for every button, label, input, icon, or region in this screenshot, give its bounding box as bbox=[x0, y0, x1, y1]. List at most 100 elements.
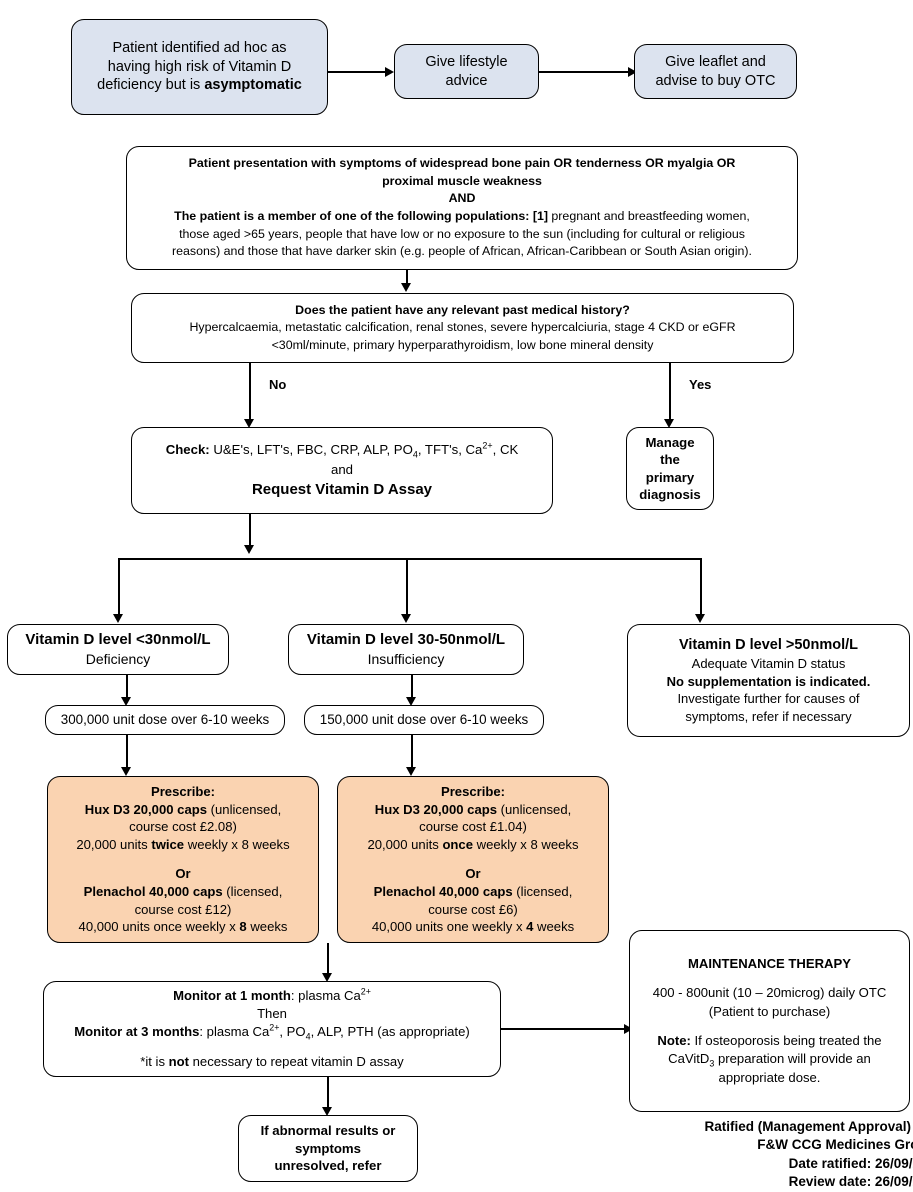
node-past-medical-history[interactable]: Does the patient have any relevant past … bbox=[131, 293, 794, 363]
connector-prescribe-to-monitor bbox=[327, 943, 329, 975]
check-request-assay: Request Vitamin D Assay bbox=[251, 480, 433, 498]
arrowhead-monitor-to-refer bbox=[322, 1107, 332, 1116]
connector-lifestyle-to-leaflet bbox=[539, 71, 629, 73]
maintenance-line-1: 400 - 800unit (10 – 20microg) daily OTC bbox=[652, 985, 887, 1001]
arrowhead-prescribe-to-monitor bbox=[322, 973, 332, 982]
node-vitd-deficiency[interactable]: Vitamin D level <30nmol/L Deficiency bbox=[7, 624, 229, 675]
arrowhead-insufficiency-to-dose bbox=[406, 697, 416, 706]
prescribe-def-heading: Prescribe: bbox=[150, 783, 216, 799]
check-ca-superscript: 2+ bbox=[482, 441, 493, 452]
node-prescribe-deficiency[interactable]: Prescribe: Hux D3 20,000 caps (unlicense… bbox=[47, 776, 319, 943]
prescribe-def-spacer bbox=[56, 854, 310, 865]
manage-line-3: primary bbox=[645, 469, 695, 485]
connector-bus-to-adequate bbox=[700, 558, 702, 616]
node-maintenance-therapy[interactable]: MAINTENANCE THERAPY 400 - 800unit (10 – … bbox=[629, 930, 910, 1112]
node-patient-presentation[interactable]: Patient presentation with symptoms of wi… bbox=[126, 146, 798, 270]
refer-line-3: unresolved, refer bbox=[274, 1158, 382, 1174]
monitor-ca-superscript-2: 2+ bbox=[269, 1023, 280, 1034]
prescribe-insuf-drug2-dose-b: weeks bbox=[533, 919, 575, 935]
connector-adhoc-to-lifestyle bbox=[328, 71, 386, 73]
manage-line-1: Manage bbox=[645, 434, 695, 450]
check-tests-b: , TFT's, Ca bbox=[417, 442, 483, 458]
prescribe-def-drug2-weeks: 8 bbox=[239, 919, 247, 935]
monitor-1-month-label: Monitor at 1 month bbox=[173, 987, 291, 1003]
monitor-then: Then bbox=[257, 1006, 287, 1022]
presentation-line-3-and: AND bbox=[448, 191, 476, 206]
node-vitd-insufficiency[interactable]: Vitamin D level 30-50nmol/L Insufficienc… bbox=[288, 624, 524, 675]
ratification-footer: Ratified (Management Approval) by: F&W C… bbox=[560, 1118, 913, 1191]
check-tests-a: U&E's, LFT's, FBC, CRP, ALP, PO bbox=[209, 442, 413, 458]
arrowhead-lifestyle-to-leaflet bbox=[628, 66, 637, 77]
arrowhead-dose-def-to-prescribe bbox=[121, 767, 131, 776]
check-and: and bbox=[330, 461, 353, 477]
arrowhead-check-to-bus bbox=[244, 545, 254, 554]
presentation-line-5: those aged >65 years, people that have l… bbox=[179, 226, 745, 241]
monitor-spacer bbox=[52, 1042, 492, 1053]
prescribe-def-drug1-cost: course cost £2.08) bbox=[129, 819, 237, 835]
footer-group: F&W CCG Medicines Group bbox=[757, 1137, 913, 1153]
prescribe-def-drug1-dose-b: weekly x 8 weeks bbox=[184, 837, 290, 853]
lifestyle-line-2: advice bbox=[445, 72, 488, 89]
arrowhead-dose-insuf-to-prescribe bbox=[406, 767, 416, 776]
node-adhoc-high-risk[interactable]: Patient identified ad hoc as having high… bbox=[71, 19, 328, 115]
prescribe-insuf-or: Or bbox=[465, 866, 481, 882]
node-vitd-adequate[interactable]: Vitamin D level >50nmol/L Adequate Vitam… bbox=[627, 624, 910, 737]
presentation-line-2: proximal muscle weakness bbox=[382, 173, 542, 188]
prescribe-insuf-drug1-dose-a: 20,000 units bbox=[367, 837, 443, 853]
pmh-question: Does the patient have any relevant past … bbox=[295, 302, 630, 317]
arrowhead-adhoc-to-lifestyle bbox=[385, 66, 394, 77]
presentation-populations-label: The patient is a member of one of the fo… bbox=[174, 209, 548, 223]
refer-line-2: symptoms bbox=[295, 1140, 361, 1156]
adhoc-asymptomatic-emphasis: asymptomatic bbox=[204, 77, 302, 94]
maintenance-line-2: (Patient to purchase) bbox=[708, 1003, 831, 1019]
prescribe-insuf-drug1-licence: (unlicensed, bbox=[497, 801, 572, 817]
lifestyle-line-1: Give lifestyle bbox=[425, 53, 508, 70]
connector-monitor-to-refer bbox=[327, 1077, 329, 1109]
prescribe-def-drug1-dose-a: 20,000 units bbox=[76, 837, 152, 853]
node-dose-deficiency[interactable]: 300,000 unit dose over 6-10 weeks bbox=[45, 705, 285, 735]
monitor-note-a: *it is bbox=[140, 1053, 169, 1069]
node-prescribe-insufficiency[interactable]: Prescribe: Hux D3 20,000 caps (unlicense… bbox=[337, 776, 609, 943]
monitor-po4-subscript: 4 bbox=[305, 1032, 311, 1043]
connector-dose-def-to-prescribe bbox=[126, 735, 128, 769]
deficiency-title: Vitamin D level <30nmol/L bbox=[25, 631, 211, 649]
monitor-3-months-text-c: , ALP, PTH (as appropriate) bbox=[310, 1024, 470, 1040]
connector-pmh-yes bbox=[669, 363, 671, 421]
check-label: Check: bbox=[165, 442, 210, 458]
node-refer-if-unresolved[interactable]: If abnormal results or symptoms unresolv… bbox=[238, 1115, 418, 1182]
monitor-ca-superscript-1: 2+ bbox=[360, 986, 371, 997]
monitor-1-month-text: : plasma Ca bbox=[290, 987, 361, 1003]
maintenance-heading: MAINTENANCE THERAPY bbox=[688, 955, 851, 971]
connector-deficiency-to-dose bbox=[126, 675, 128, 699]
prescribe-insuf-drug1-frequency: once bbox=[442, 837, 473, 853]
adequate-line-4: symptoms, refer if necessary bbox=[685, 708, 852, 724]
node-give-lifestyle-advice[interactable]: Give lifestyle advice bbox=[394, 44, 539, 99]
prescribe-def-drug1-frequency: twice bbox=[151, 837, 185, 853]
node-dose-insufficiency[interactable]: 150,000 unit dose over 6-10 weeks bbox=[304, 705, 544, 735]
node-manage-primary-diagnosis[interactable]: Manage the primary diagnosis bbox=[626, 427, 714, 510]
arrowhead-bus-to-adequate bbox=[695, 614, 705, 623]
manage-line-2: the bbox=[660, 452, 680, 468]
node-give-leaflet-otc[interactable]: Give leaflet and advise to buy OTC bbox=[634, 44, 797, 99]
node-check-tests[interactable]: Check: U&E's, LFT's, FBC, CRP, ALP, PO4,… bbox=[131, 427, 553, 514]
prescribe-def-drug2-licence: (licensed, bbox=[222, 883, 283, 899]
arrowhead-bus-to-insufficiency bbox=[401, 614, 411, 623]
prescribe-def-drug2-dose-b: weeks bbox=[246, 919, 288, 935]
insufficiency-title: Vitamin D level 30-50nmol/L bbox=[306, 631, 506, 649]
leaflet-line-1: Give leaflet and bbox=[665, 53, 766, 70]
monitor-3-months-text-a: : plasma Ca bbox=[199, 1024, 270, 1040]
edge-label-no: No bbox=[269, 377, 287, 392]
maintenance-spacer-2 bbox=[638, 1021, 901, 1032]
prescribe-def-drug2-dose-a: 40,000 units once weekly x bbox=[78, 919, 240, 935]
pmh-line-2: <30ml/minute, primary hyperparathyroidis… bbox=[271, 337, 654, 352]
maintenance-cavitd-b: preparation will provide an bbox=[714, 1051, 871, 1067]
node-monitoring[interactable]: Monitor at 1 month: plasma Ca2+ Then Mon… bbox=[43, 981, 501, 1077]
footer-ratified-by: Ratified (Management Approval) by: bbox=[704, 1119, 913, 1134]
prescribe-insuf-drug2-cost: course cost £6) bbox=[428, 901, 518, 917]
maintenance-note-label: Note: bbox=[657, 1033, 691, 1049]
adhoc-line-3: deficiency but is bbox=[97, 77, 205, 94]
prescribe-def-drug1: Hux D3 20,000 caps bbox=[84, 801, 208, 817]
prescribe-insuf-spacer bbox=[346, 854, 600, 865]
connector-presentation-to-pmh bbox=[406, 270, 408, 284]
manage-line-4: diagnosis bbox=[639, 486, 701, 502]
